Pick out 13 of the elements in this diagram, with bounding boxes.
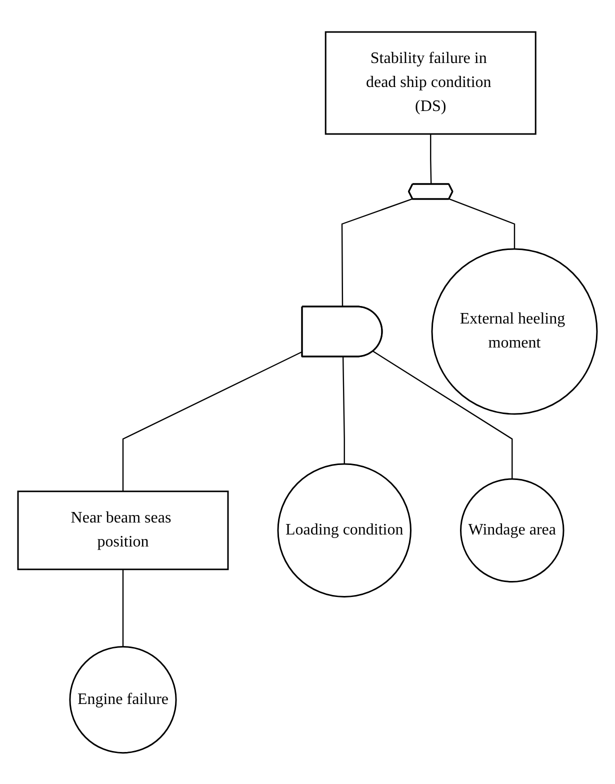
connector (372, 350, 513, 479)
node-circle: Engine failure (69, 646, 177, 754)
connector (122, 350, 303, 491)
connector (430, 134, 432, 184)
node-circle: External heeling moment (431, 248, 598, 414)
connector (341, 198, 413, 307)
node-box: Stability failure in dead ship condition (DS) (324, 30, 536, 134)
connector (449, 198, 516, 249)
node-circle: Windage area (460, 478, 564, 582)
node-circle: Loading condition (277, 462, 412, 598)
node-box: Near beam seas position (17, 490, 229, 570)
connector (122, 568, 124, 646)
connector (342, 356, 345, 464)
